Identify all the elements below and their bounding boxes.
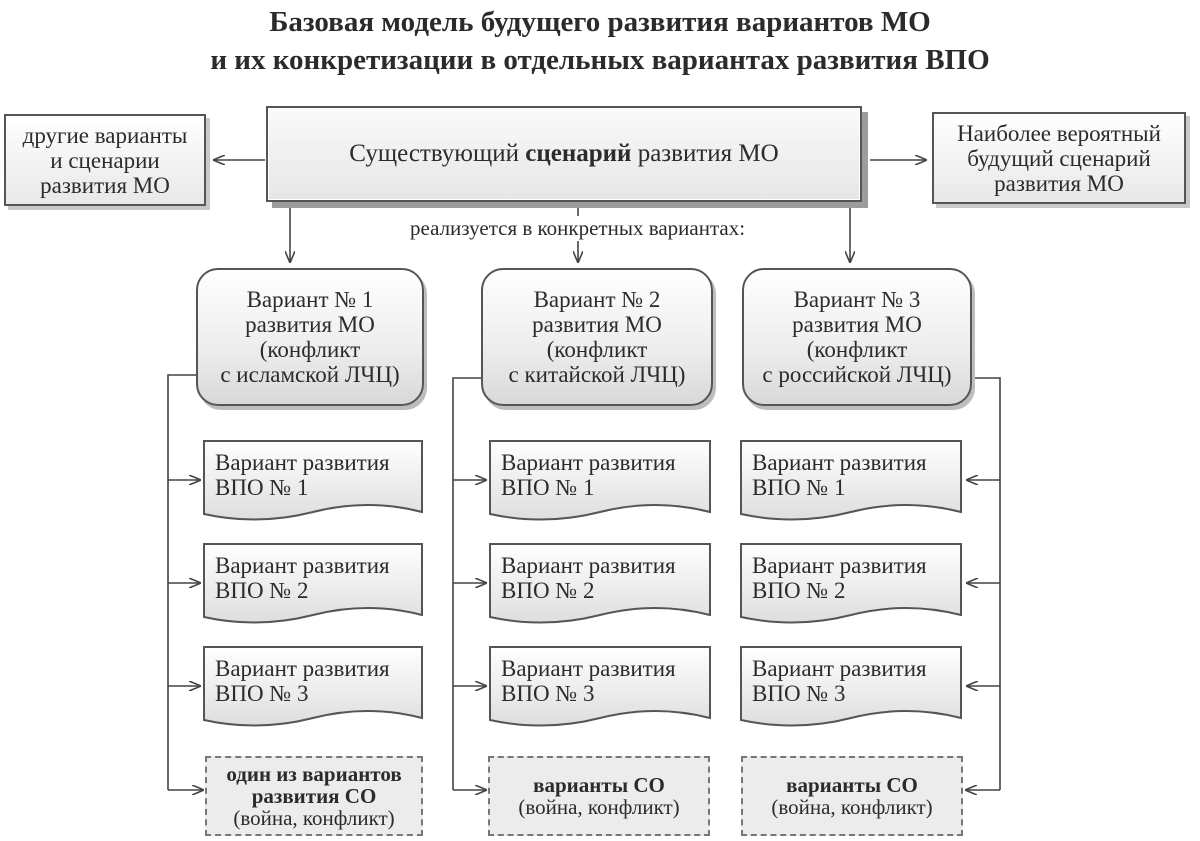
bracket-col-1 (167, 374, 196, 790)
existing-scenario-text-bold: сценарий (525, 140, 632, 167)
so-note: (война, конфликт) (233, 806, 395, 830)
vpo-2-col-3: Вариант развития ВПО № 2 (740, 543, 962, 627)
variant-mo-1-line-2: развития МО (245, 312, 375, 337)
vpo-label: Вариант развития (501, 450, 676, 475)
vpo-number: ВПО № 2 (752, 578, 846, 603)
vpo-label: Вариант развития (215, 450, 390, 475)
probable-scenario-line-1: Наиболее вероятный (957, 120, 1161, 146)
existing-scenario-box: Существующий сценарий развития МО (266, 106, 862, 202)
vpo-2-col-2: Вариант развития ВПО № 2 (489, 543, 711, 627)
vpo-label: Вариант развития (752, 450, 927, 475)
diagram-title-line-2: и их конкретизации в отдельных вариантах… (210, 44, 990, 76)
variant-mo-2-line-3: (конфликт (546, 337, 648, 362)
vpo-number: ВПО № 1 (752, 475, 846, 500)
vpo-2-col-1: Вариант развития ВПО № 2 (203, 543, 423, 627)
other-variants-box: другие варианты и сценарии развития МО (4, 114, 206, 206)
variant-mo-2-line-1: Вариант № 2 (533, 287, 661, 312)
probable-scenario-line-2: будущий сценарий (967, 145, 1151, 171)
so-box-col-1: один из вариантов развития СО (война, ко… (205, 756, 423, 836)
vpo-label: Вариант развития (501, 656, 676, 681)
variant-mo-2-box: Вариант № 2 развития МО (конфликт с кита… (481, 268, 713, 406)
realized-caption: реализуется в конкретных вариантах: (406, 216, 750, 241)
vpo-3-col-1: Вариант развития ВПО № 3 (203, 646, 423, 730)
variant-mo-2-line-2: развития МО (532, 312, 662, 337)
variant-mo-1-line-3: (конфликт (259, 337, 361, 362)
document-shape (489, 440, 711, 521)
vpo-number: ВПО № 1 (215, 475, 309, 500)
so-title-line-1: один из вариантов (226, 762, 402, 786)
variant-mo-3-line-2: развития МО (792, 312, 922, 337)
variant-mo-3-line-3: (конфликт (806, 337, 908, 362)
document-shape (489, 646, 711, 727)
vpo-label: Вариант развития (752, 656, 927, 681)
vpo-1-col-2: Вариант развития ВПО № 1 (489, 440, 711, 524)
vpo-label: Вариант развития (501, 553, 676, 578)
document-shape (203, 646, 423, 727)
so-title: варианты СО (533, 773, 665, 797)
variant-mo-2-line-4: с китайской ЛЧЦ) (508, 362, 686, 387)
variant-mo-3-line-4: с российской ЛЧЦ) (762, 362, 952, 387)
probable-scenario-line-3: развития МО (994, 170, 1124, 196)
probable-scenario-box: Наиболее вероятный будущий сценарий разв… (932, 112, 1186, 204)
document-shape (203, 440, 423, 521)
other-variants-line-2: и сценарии (50, 147, 160, 173)
so-box-col-3: варианты СО (война, конфликт) (741, 756, 963, 836)
bracket-col-2 (452, 377, 481, 790)
variant-mo-1-line-1: Вариант № 1 (246, 287, 374, 312)
vpo-number: ВПО № 2 (215, 578, 309, 603)
so-note: (война, конфликт) (518, 795, 680, 819)
vpo-number: ВПО № 3 (752, 681, 846, 706)
document-shape (740, 646, 962, 727)
vpo-number: ВПО № 3 (501, 681, 595, 706)
so-title-line-2: развития СО (251, 784, 377, 808)
vpo-1-col-3: Вариант развития ВПО № 1 (740, 440, 962, 524)
so-note: (война, конфликт) (771, 795, 933, 819)
existing-scenario-text-after: развития МО (631, 140, 779, 167)
vpo-1-col-1: Вариант развития ВПО № 1 (203, 440, 423, 524)
variant-mo-3-box: Вариант № 3 развития МО (конфликт с росс… (742, 268, 972, 406)
so-box-col-2: варианты СО (война, конфликт) (488, 756, 710, 836)
variant-mo-1-line-4: с исламской ЛЧЦ) (220, 362, 400, 387)
vpo-number: ВПО № 3 (215, 681, 309, 706)
document-shape (740, 543, 962, 624)
bracket-col-3 (972, 377, 1001, 790)
vpo-3-col-3: Вариант развития ВПО № 3 (740, 646, 962, 730)
diagram-title-line-1: Базовая модель будущего развития вариант… (269, 6, 931, 38)
document-shape (489, 543, 711, 624)
vpo-label: Вариант развития (752, 553, 927, 578)
other-variants-line-1: другие варианты (22, 122, 188, 148)
vpo-number: ВПО № 1 (501, 475, 595, 500)
existing-scenario-text-before: Существующий (349, 140, 526, 167)
document-shape (740, 440, 962, 521)
variant-mo-1-box: Вариант № 1 развития МО (конфликт с исла… (196, 268, 424, 406)
document-shape (203, 543, 423, 624)
variant-mo-3-line-1: Вариант № 3 (793, 287, 921, 312)
vpo-3-col-2: Вариант развития ВПО № 3 (489, 646, 711, 730)
existing-scenario-text: Существующий сценарий развития МО (349, 140, 778, 168)
vpo-label: Вариант развития (215, 656, 390, 681)
vpo-number: ВПО № 2 (501, 578, 595, 603)
other-variants-line-3: развития МО (40, 172, 170, 198)
vpo-label: Вариант развития (215, 553, 390, 578)
so-title: варианты СО (786, 773, 918, 797)
